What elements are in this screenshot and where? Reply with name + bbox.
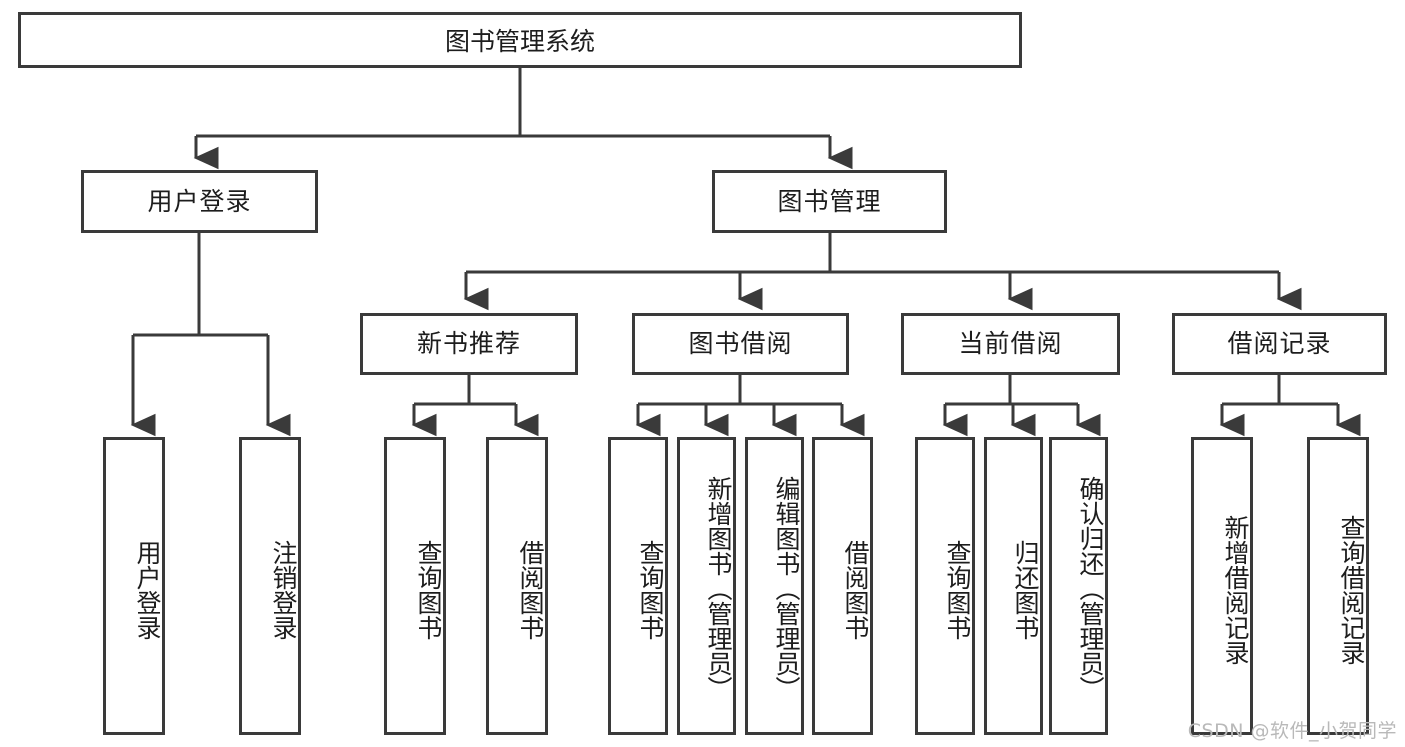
- leaf-query-book-1[interactable]: 查询图书: [384, 437, 446, 735]
- node-current-borrow[interactable]: 当前借阅: [901, 313, 1120, 375]
- node-borrow-record[interactable]: 借阅记录: [1172, 313, 1387, 375]
- leaf-borrow-book-1[interactable]: 借阅图书: [486, 437, 548, 735]
- leaf-confirm-return[interactable]: 确认归还（管理员）: [1049, 437, 1108, 735]
- node-book-manage[interactable]: 图书管理: [712, 170, 947, 233]
- leaf-add-book[interactable]: 新增图书（管理员）: [677, 437, 736, 735]
- leaf-borrow-book-2[interactable]: 借阅图书: [812, 437, 873, 735]
- node-user-login[interactable]: 用户登录: [81, 170, 318, 233]
- leaf-return-book[interactable]: 归还图书: [984, 437, 1043, 735]
- leaf-user-login[interactable]: 用户登录: [103, 437, 165, 735]
- leaf-query-book-3[interactable]: 查询图书: [915, 437, 975, 735]
- leaf-add-record[interactable]: 新增借阅记录: [1191, 437, 1253, 735]
- leaf-logout[interactable]: 注销登录: [239, 437, 301, 735]
- leaf-query-record[interactable]: 查询借阅记录: [1307, 437, 1369, 735]
- node-book-borrow[interactable]: 图书借阅: [632, 313, 849, 375]
- node-root[interactable]: 图书管理系统: [18, 12, 1022, 68]
- leaf-edit-book[interactable]: 编辑图书（管理员）: [745, 437, 804, 735]
- node-new-book-recommend[interactable]: 新书推荐: [360, 313, 578, 375]
- leaf-query-book-2[interactable]: 查询图书: [608, 437, 668, 735]
- watermark: CSDN @软件_小贺同学: [1187, 720, 1397, 742]
